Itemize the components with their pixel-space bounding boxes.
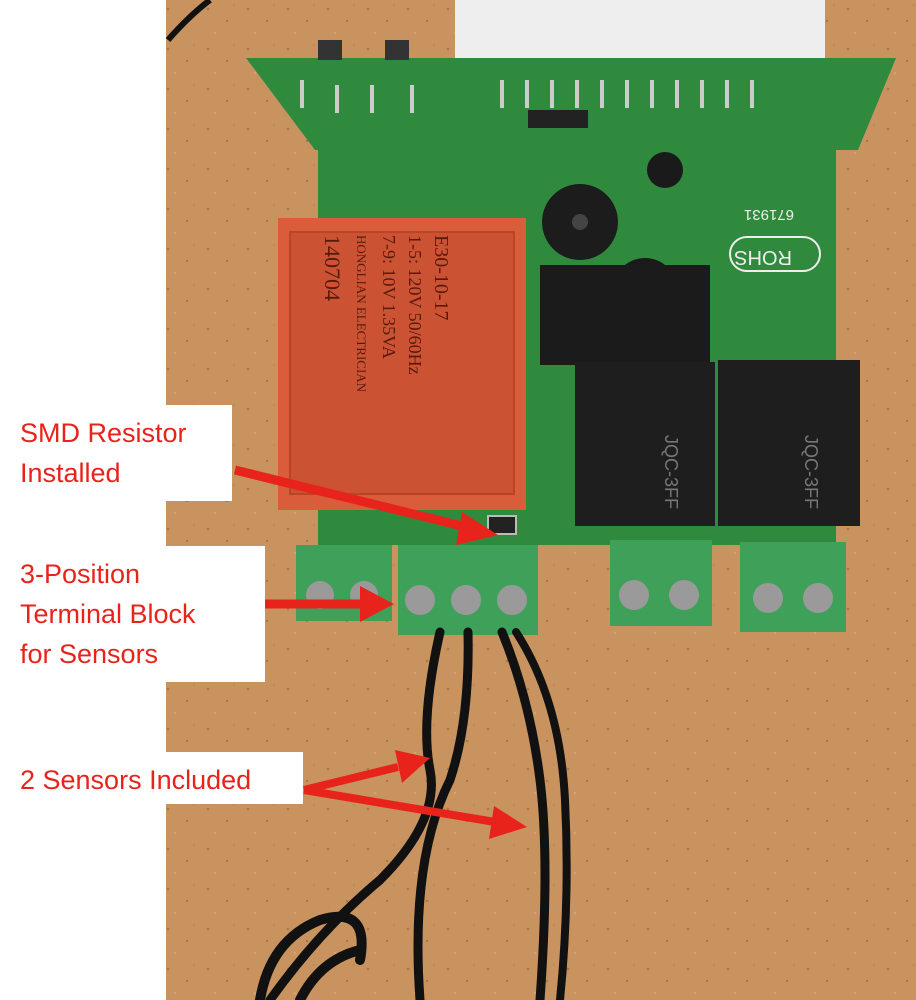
rohs-outline xyxy=(729,236,821,272)
top-pcb xyxy=(246,58,896,150)
label-sensors-line1: 2 Sensors Included xyxy=(20,765,252,795)
svg-text:JQC-3FF: JQC-3FF xyxy=(801,435,821,509)
transformer: E30-10-17 1-5: 120V 50/60Hz 7-9: 10V 1.3… xyxy=(278,218,526,510)
svg-text:JQC-3FF: JQC-3FF xyxy=(661,435,681,509)
terminal-block-3pos xyxy=(398,545,538,635)
transformer-line2: 1-5: 120V 50/60Hz xyxy=(405,235,425,375)
arrow-smd-head xyxy=(456,512,498,545)
arrow-terminal-head xyxy=(360,586,394,622)
label-smd-line2: Installed xyxy=(20,458,121,488)
capacitor xyxy=(647,152,683,188)
arrow-sensor-1-head xyxy=(395,750,430,783)
component-block xyxy=(540,265,710,365)
relay-1: JQC-3FF xyxy=(575,362,715,526)
display-module xyxy=(455,0,825,60)
label-terminal-line3: for Sensors xyxy=(20,639,159,669)
label-smd-resistor: SMD Resistor Installed xyxy=(0,405,232,501)
label-terminal-block: 3-Position Terminal Block for Sensors xyxy=(0,546,265,682)
label-terminal-line2: Terminal Block xyxy=(20,599,196,629)
transformer-line3: 7-9: 10V 1.35VA xyxy=(379,235,399,359)
smd-resistor xyxy=(487,515,517,535)
arrow-smd xyxy=(233,465,472,533)
label-smd-line1: SMD Resistor xyxy=(20,418,187,448)
arrow-sensor-2 xyxy=(303,786,496,826)
transformer-line1: E30-10-17 xyxy=(430,235,452,321)
cable-top xyxy=(165,0,212,42)
label-sensors: 2 Sensors Included xyxy=(0,752,303,804)
transformer-line5: 140704 xyxy=(320,235,345,301)
transformer-line4: HONGLIAN ELECTRICIAN xyxy=(354,235,369,393)
header-pins xyxy=(300,80,754,113)
pcb-rohs-text: ROHS xyxy=(734,246,792,268)
annotation-arrows xyxy=(233,465,527,839)
ic-chip xyxy=(528,110,588,128)
sensor-cables xyxy=(255,627,571,1000)
terminal-block-2pos-right xyxy=(740,542,846,632)
arrow-sensor-1 xyxy=(303,763,399,794)
push-button xyxy=(385,40,409,60)
label-terminal-line1: 3-Position xyxy=(20,559,141,589)
pcb-code-text: 671931 xyxy=(744,206,794,223)
relay-2: JQC-3FF xyxy=(718,360,860,526)
terminal-block-2pos-mid xyxy=(610,540,712,626)
arrow-sensor-2-head xyxy=(489,806,527,839)
push-button xyxy=(318,40,342,60)
